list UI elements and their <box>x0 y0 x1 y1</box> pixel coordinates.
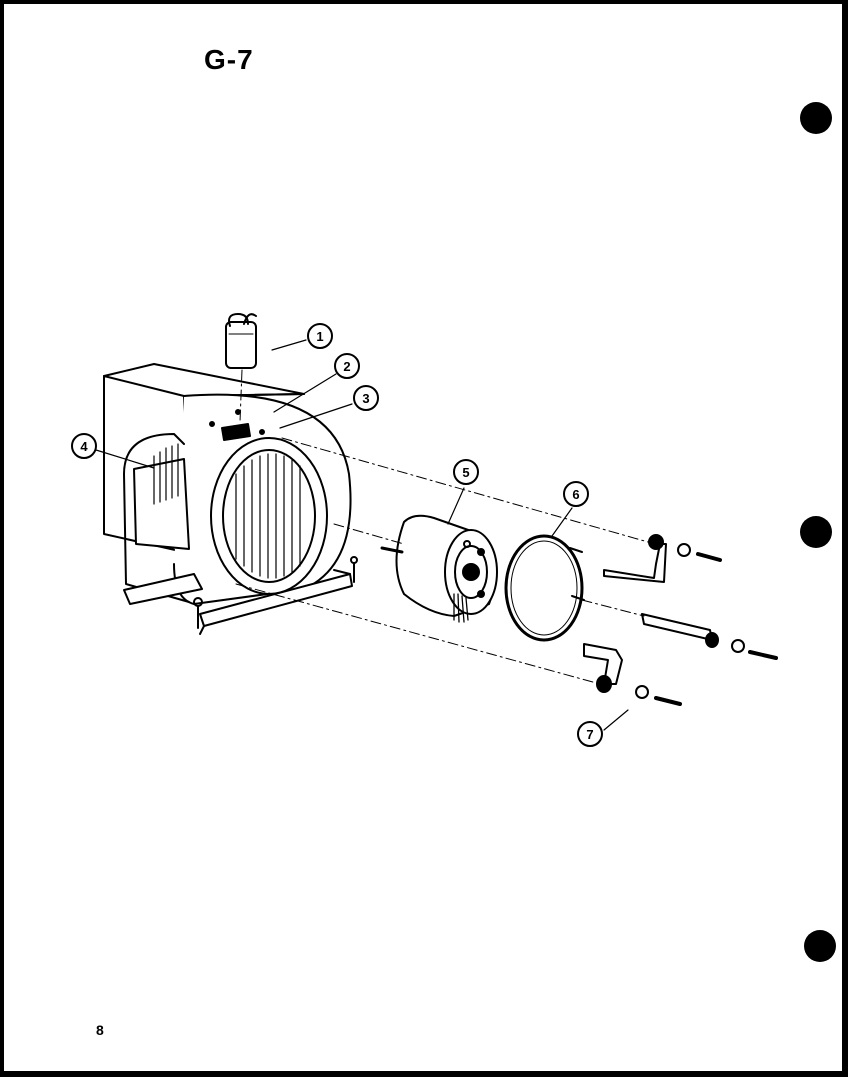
motor-mounting-band <box>504 534 585 642</box>
mounting-arm-top <box>603 534 722 583</box>
callout-7: 7 <box>577 721 603 747</box>
callout-4: 4 <box>71 433 97 459</box>
mounting-arm-middle <box>641 613 778 660</box>
binder-hole-top <box>800 102 832 134</box>
leader-lines <box>95 339 629 731</box>
binder-hole-bottom <box>804 930 836 962</box>
blower-assembly-drawing: 1 2 3 4 5 6 7 <box>71 313 778 747</box>
mounting-arm-bottom <box>583 643 682 706</box>
blower-motor <box>380 514 498 623</box>
svg-text:7: 7 <box>586 727 593 742</box>
svg-text:4: 4 <box>80 439 88 454</box>
svg-text:2: 2 <box>343 359 350 374</box>
callout-1: 1 <box>307 323 333 349</box>
diagram-title: G-7 <box>204 44 254 75</box>
page-number: 8 <box>96 1022 104 1038</box>
parts-diagram-page: G-7 8 <box>4 4 842 1071</box>
callout-3: 3 <box>353 385 379 411</box>
svg-text:5: 5 <box>462 465 469 480</box>
svg-text:6: 6 <box>572 487 579 502</box>
binder-hole-middle <box>800 516 832 548</box>
blower-housing <box>103 363 352 605</box>
callout-5: 5 <box>453 459 479 485</box>
assembly-centerlines <box>235 369 649 685</box>
svg-text:3: 3 <box>362 391 369 406</box>
callout-2: 2 <box>334 353 360 379</box>
capacitor <box>225 313 257 369</box>
callout-6: 6 <box>563 481 589 507</box>
svg-text:1: 1 <box>316 329 323 344</box>
mounting-rails <box>123 556 358 635</box>
